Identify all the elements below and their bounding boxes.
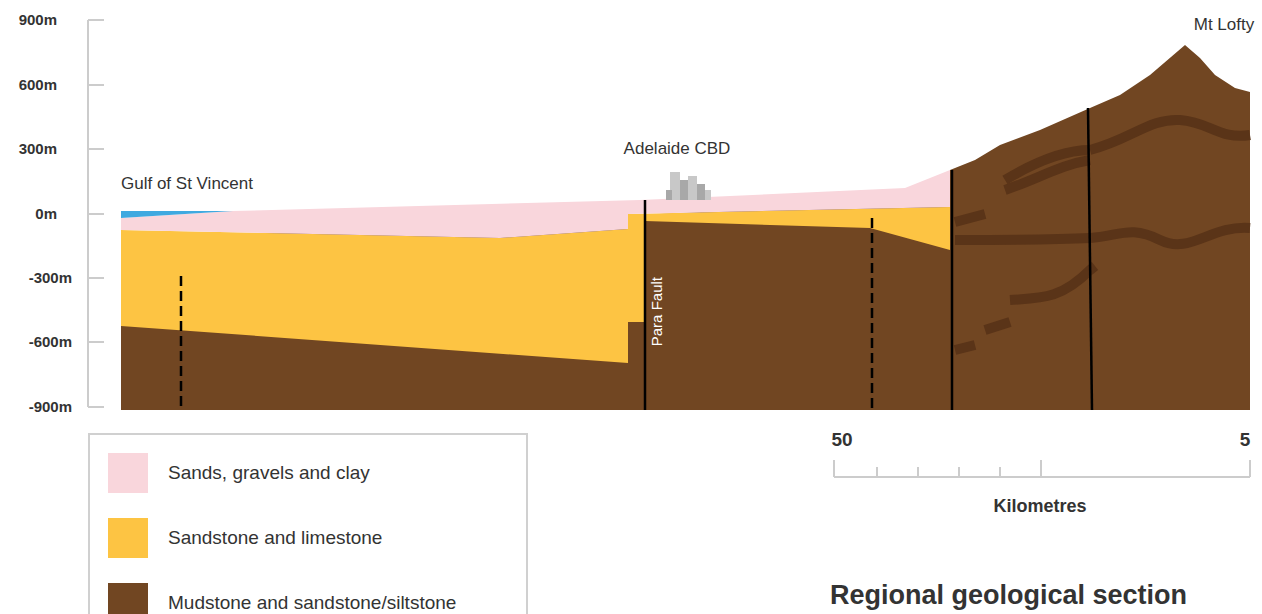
strata-bands xyxy=(955,120,1250,350)
legend-swatch xyxy=(108,518,148,558)
legend-swatch xyxy=(108,453,148,493)
y-axis xyxy=(88,20,104,407)
legend-item: Sandstone and limestone xyxy=(108,518,382,558)
sands-gravels-layer xyxy=(121,170,950,238)
diagram-title: Regional geological section xyxy=(830,580,1187,611)
axis-label: 600m xyxy=(19,76,57,93)
place-label: Gulf of St Vincent xyxy=(121,174,253,194)
scale-bar xyxy=(834,460,1250,477)
legend-text: Sandstone and limestone xyxy=(168,527,382,549)
scale-number: 50 xyxy=(831,429,852,451)
scale-number: 5 xyxy=(1240,429,1251,451)
gulf-water xyxy=(121,211,233,218)
scale-unit: Kilometres xyxy=(993,496,1086,517)
axis-label: 900m xyxy=(19,11,57,28)
axis-label: 0m xyxy=(35,205,57,222)
mudstone-layer xyxy=(121,45,1250,410)
city-buildings xyxy=(666,172,711,200)
legend-text: Mudstone and sandstone/siltstone xyxy=(168,592,456,614)
peak-label: Mt Lofty xyxy=(1194,15,1254,35)
axis-label: -600m xyxy=(29,333,72,350)
legend-item: Mudstone and sandstone/siltstone xyxy=(108,583,456,614)
legend-text: Sands, gravels and clay xyxy=(168,462,370,484)
legend-swatch xyxy=(108,583,148,614)
fault-lines xyxy=(181,108,1092,410)
axis-label: -300m xyxy=(29,269,72,286)
legend-item: Sands, gravels and clay xyxy=(108,453,370,493)
place-label: Adelaide CBD xyxy=(624,139,731,159)
legend-box: Sands, gravels and claySandstone and lim… xyxy=(88,433,528,614)
axis-label: 300m xyxy=(19,140,57,157)
fault-label: Para Fault xyxy=(648,277,665,346)
axis-label: -900m xyxy=(29,398,72,415)
